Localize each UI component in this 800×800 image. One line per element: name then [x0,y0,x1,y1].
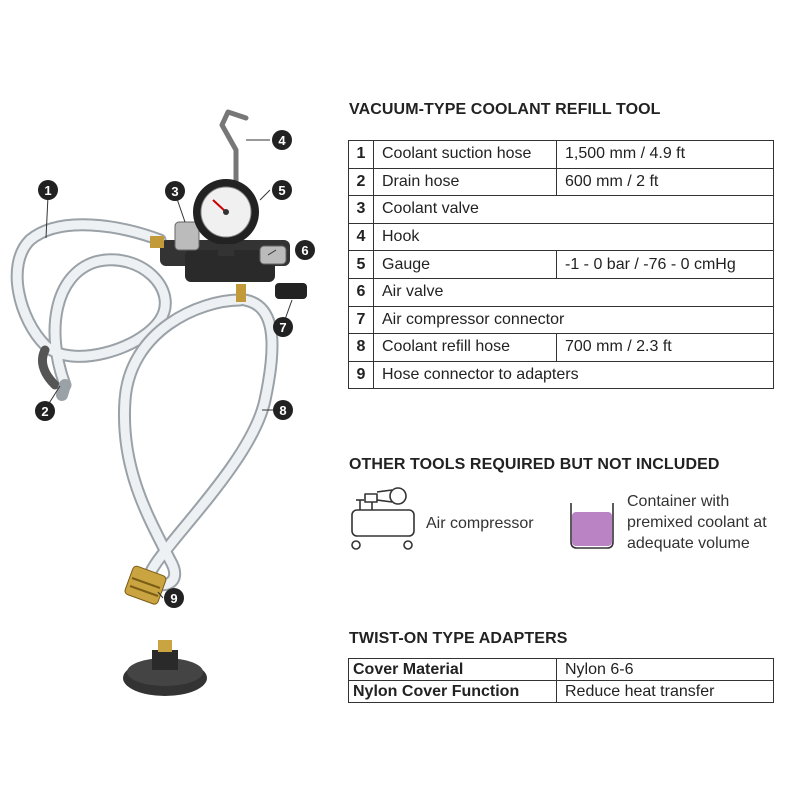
callout-5: 5 [272,180,292,200]
coolant-refill-hose [117,293,279,592]
coolant-suction-hose [10,218,172,392]
callout-6: 6 [295,240,315,260]
part-name: Coolant suction hose [373,140,557,169]
part-name: Air valve [373,277,774,307]
part-number: 5 [348,250,374,279]
svg-text:7: 7 [279,320,286,335]
drain-hose [38,345,71,401]
part-number: 2 [348,167,374,197]
part-name: Hose connector to adapters [373,360,774,390]
part-spec: -1 - 0 bar / -76 - 0 cmHg [556,250,774,279]
adapter-property: Cover Material [348,658,557,681]
adapter-value: Reduce heat transfer [556,680,774,703]
part-number: 4 [348,222,374,252]
parts-section-title: VACUUM-TYPE COOLANT REFILL TOOL [349,101,661,118]
other-tools-section-title: OTHER TOOLS REQUIRED BUT NOT INCLUDED [349,456,720,473]
part-name: Drain hose [373,167,557,197]
callout-1: 1 [38,180,58,200]
svg-text:5: 5 [278,183,285,198]
svg-text:9: 9 [170,591,177,606]
svg-text:2: 2 [41,404,48,419]
gauge-icon [193,179,259,256]
svg-text:6: 6 [301,243,308,258]
part-name: Coolant valve [373,195,774,224]
air-compressor-label: Air compressor [426,515,534,532]
callout-9: 9 [164,588,184,608]
twist-on-adapter-icon [123,640,207,696]
callout-4: 4 [272,130,292,150]
svg-text:3: 3 [171,184,178,199]
valve-manifold [150,221,307,302]
coolant-container-icon [570,503,614,549]
part-number: 3 [348,195,374,224]
svg-text:4: 4 [278,133,286,148]
adapter-value: Nylon 6-6 [556,658,774,681]
air-compressor-icon [351,487,415,550]
part-name: Hook [373,222,774,252]
hose-connector [124,565,167,605]
part-number: 7 [348,305,374,335]
svg-text:8: 8 [279,403,286,418]
adapter-property: Nylon Cover Function [348,680,557,703]
part-number: 9 [348,360,374,390]
callout-3: 3 [165,181,185,201]
callout-8: 8 [273,400,293,420]
part-spec: 600 mm / 2 ft [556,167,774,197]
part-number: 8 [348,333,374,362]
part-name: Gauge [373,250,557,279]
part-number: 1 [348,140,374,169]
adapters-section-title: TWIST-ON TYPE ADAPTERS [349,630,568,647]
part-name: Coolant refill hose [373,333,557,362]
part-spec: 700 mm / 2.3 ft [556,333,774,362]
part-spec: 1,500 mm / 4.9 ft [556,140,774,169]
part-number: 6 [348,277,374,307]
callout-2: 2 [35,401,55,421]
part-name: Air compressor connector [373,305,774,335]
svg-text:1: 1 [44,183,51,198]
callout-7: 7 [273,317,293,337]
coolant-container-label: Container with premixed coolant at adequ… [627,493,767,552]
